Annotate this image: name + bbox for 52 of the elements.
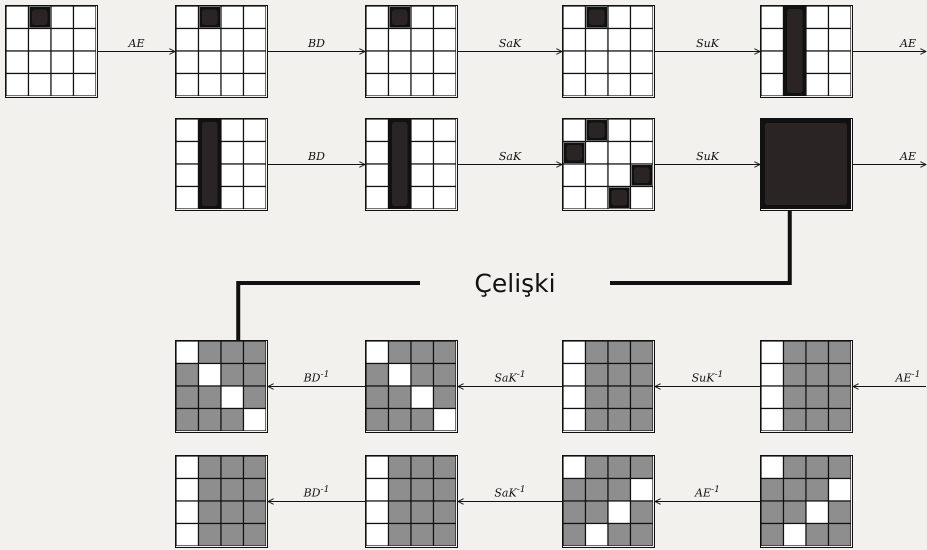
arrow bbox=[458, 498, 562, 505]
edge-label: AE bbox=[128, 38, 144, 48]
arrow bbox=[458, 161, 562, 168]
arrow bbox=[98, 48, 176, 55]
arrow bbox=[458, 48, 562, 55]
grid-drawing bbox=[760, 340, 853, 433]
edge-label: BD bbox=[308, 150, 325, 162]
bracket-line bbox=[236, 281, 420, 340]
edge-label: AE$^{-1}$ bbox=[896, 370, 920, 384]
edge-label: AE bbox=[900, 150, 916, 162]
grid-drawing bbox=[5, 5, 98, 98]
edge-label: BD bbox=[308, 38, 325, 48]
edge-label: SuK bbox=[696, 150, 719, 162]
contradiction-label: Çelişki bbox=[420, 262, 610, 304]
edge-label: SaK bbox=[498, 150, 522, 162]
grid-drawing bbox=[562, 340, 655, 433]
grid-drawing bbox=[175, 5, 268, 98]
grid-drawing bbox=[365, 5, 458, 98]
grid-drawing bbox=[760, 118, 853, 211]
arrow bbox=[268, 498, 365, 505]
edge-label: SaK bbox=[498, 38, 522, 48]
grid-drawing bbox=[365, 455, 458, 548]
grid-drawing bbox=[365, 340, 458, 433]
arrow bbox=[853, 161, 926, 168]
arrow bbox=[655, 48, 760, 55]
edge-label: SuK$^{-1}$ bbox=[692, 370, 724, 384]
grid-drawing bbox=[175, 455, 268, 548]
arrow bbox=[852, 383, 926, 390]
edge-label: BD$^{-1}$ bbox=[304, 370, 330, 384]
grid-drawing bbox=[175, 118, 268, 211]
edge-label: AE bbox=[900, 38, 916, 48]
grid-drawing bbox=[175, 340, 268, 433]
grid-drawing bbox=[760, 455, 853, 548]
arrow bbox=[654, 498, 760, 505]
arrow bbox=[268, 383, 365, 390]
grid-drawing bbox=[562, 455, 655, 548]
bracket-line bbox=[610, 211, 792, 285]
edge-label: AE$^{-1}$ bbox=[695, 484, 720, 498]
arrow bbox=[458, 383, 562, 390]
arrow bbox=[654, 383, 760, 390]
edge-label: SaK$^{-1}$ bbox=[494, 484, 526, 498]
grid-drawing bbox=[562, 118, 655, 211]
grid-drawing bbox=[365, 118, 458, 211]
grid-drawing bbox=[562, 5, 655, 98]
edge-label: BD$^{-1}$ bbox=[304, 484, 330, 498]
edge-label: SaK$^{-1}$ bbox=[494, 370, 526, 384]
arrow bbox=[268, 48, 366, 55]
arrow bbox=[853, 48, 926, 55]
grid-drawing bbox=[760, 5, 853, 98]
arrow bbox=[655, 161, 760, 168]
edge-label: SuK bbox=[696, 38, 719, 48]
arrow bbox=[268, 161, 366, 168]
